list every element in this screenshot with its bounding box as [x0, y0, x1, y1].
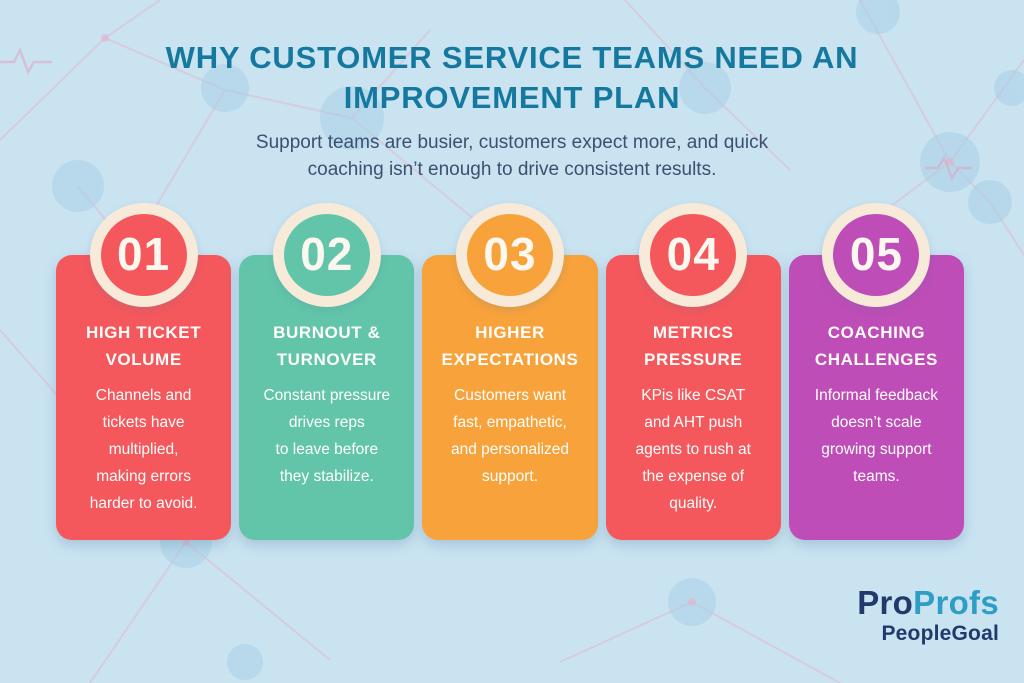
card-02-burnout-turnover: 02 BURNOUT & TURNOVER Constant pressure … — [239, 203, 415, 540]
badge-number: 03 — [483, 228, 537, 280]
number-badge-01: 01 — [89, 203, 198, 307]
card-03-higher-expectations: 03 HIGHER EXPECTATIONS Customers want fa… — [422, 203, 598, 540]
logo-pro-text: Pro — [857, 584, 914, 621]
number-badge-05: 05 — [822, 203, 931, 307]
number-badge-02: 02 — [272, 203, 381, 307]
number-badge-04: 04 — [639, 203, 748, 307]
brand-logo: ProProfs PeopleGoal — [857, 585, 999, 646]
badge-number: 02 — [300, 228, 354, 280]
page-title: WHY CUSTOMER SERVICE TEAMS NEED AN IMPRO… — [165, 40, 859, 115]
badge-number: 05 — [849, 228, 903, 280]
logo-profs-text: Profs — [913, 584, 999, 621]
badge-number: 04 — [666, 228, 720, 280]
cards-row: 01 HIGH TICKET VOLUME Channels and ticke… — [56, 203, 965, 540]
card-title: COACHING CHALLENGES — [814, 323, 938, 369]
header: WHY CUSTOMER SERVICE TEAMS NEED AN IMPRO… — [0, 38, 1024, 183]
card-title: HIGHER EXPECTATIONS — [441, 323, 579, 369]
card-body: KPis like CSAT and AHT push agents to ru… — [635, 387, 751, 512]
card-05-coaching-challenges: 05 COACHING CHALLENGES Informal feedback… — [788, 203, 965, 540]
card-04-metrics-pressure: 04 METRICS PRESSURE KPis like CSAT and A… — [605, 203, 781, 540]
card-title: HIGH TICKET VOLUME — [85, 323, 202, 369]
page-subtitle: Support teams are busier, customers expe… — [255, 132, 769, 180]
card-01-high-ticket-volume: 01 HIGH TICKET VOLUME Channels and ticke… — [56, 203, 232, 540]
logo-proprofs: ProProfs — [857, 585, 999, 621]
card-panel: METRICS PRESSURE KPis like CSAT and AHT … — [605, 255, 781, 540]
card-body: Customers want fast, empathetic, and per… — [450, 387, 570, 485]
card-body: Constant pressure drives reps to leave b… — [263, 387, 391, 485]
logo-peoplegoal: PeopleGoal — [881, 622, 999, 645]
card-body: Informal feedback doesn’t scale growing … — [814, 387, 939, 485]
badge-number: 01 — [117, 228, 171, 280]
card-body: Channels and tickets have multiplied, ma… — [89, 387, 198, 512]
card-title: METRICS PRESSURE — [644, 323, 743, 369]
number-badge-03: 03 — [456, 203, 564, 307]
card-title: BURNOUT & TURNOVER — [273, 323, 381, 369]
